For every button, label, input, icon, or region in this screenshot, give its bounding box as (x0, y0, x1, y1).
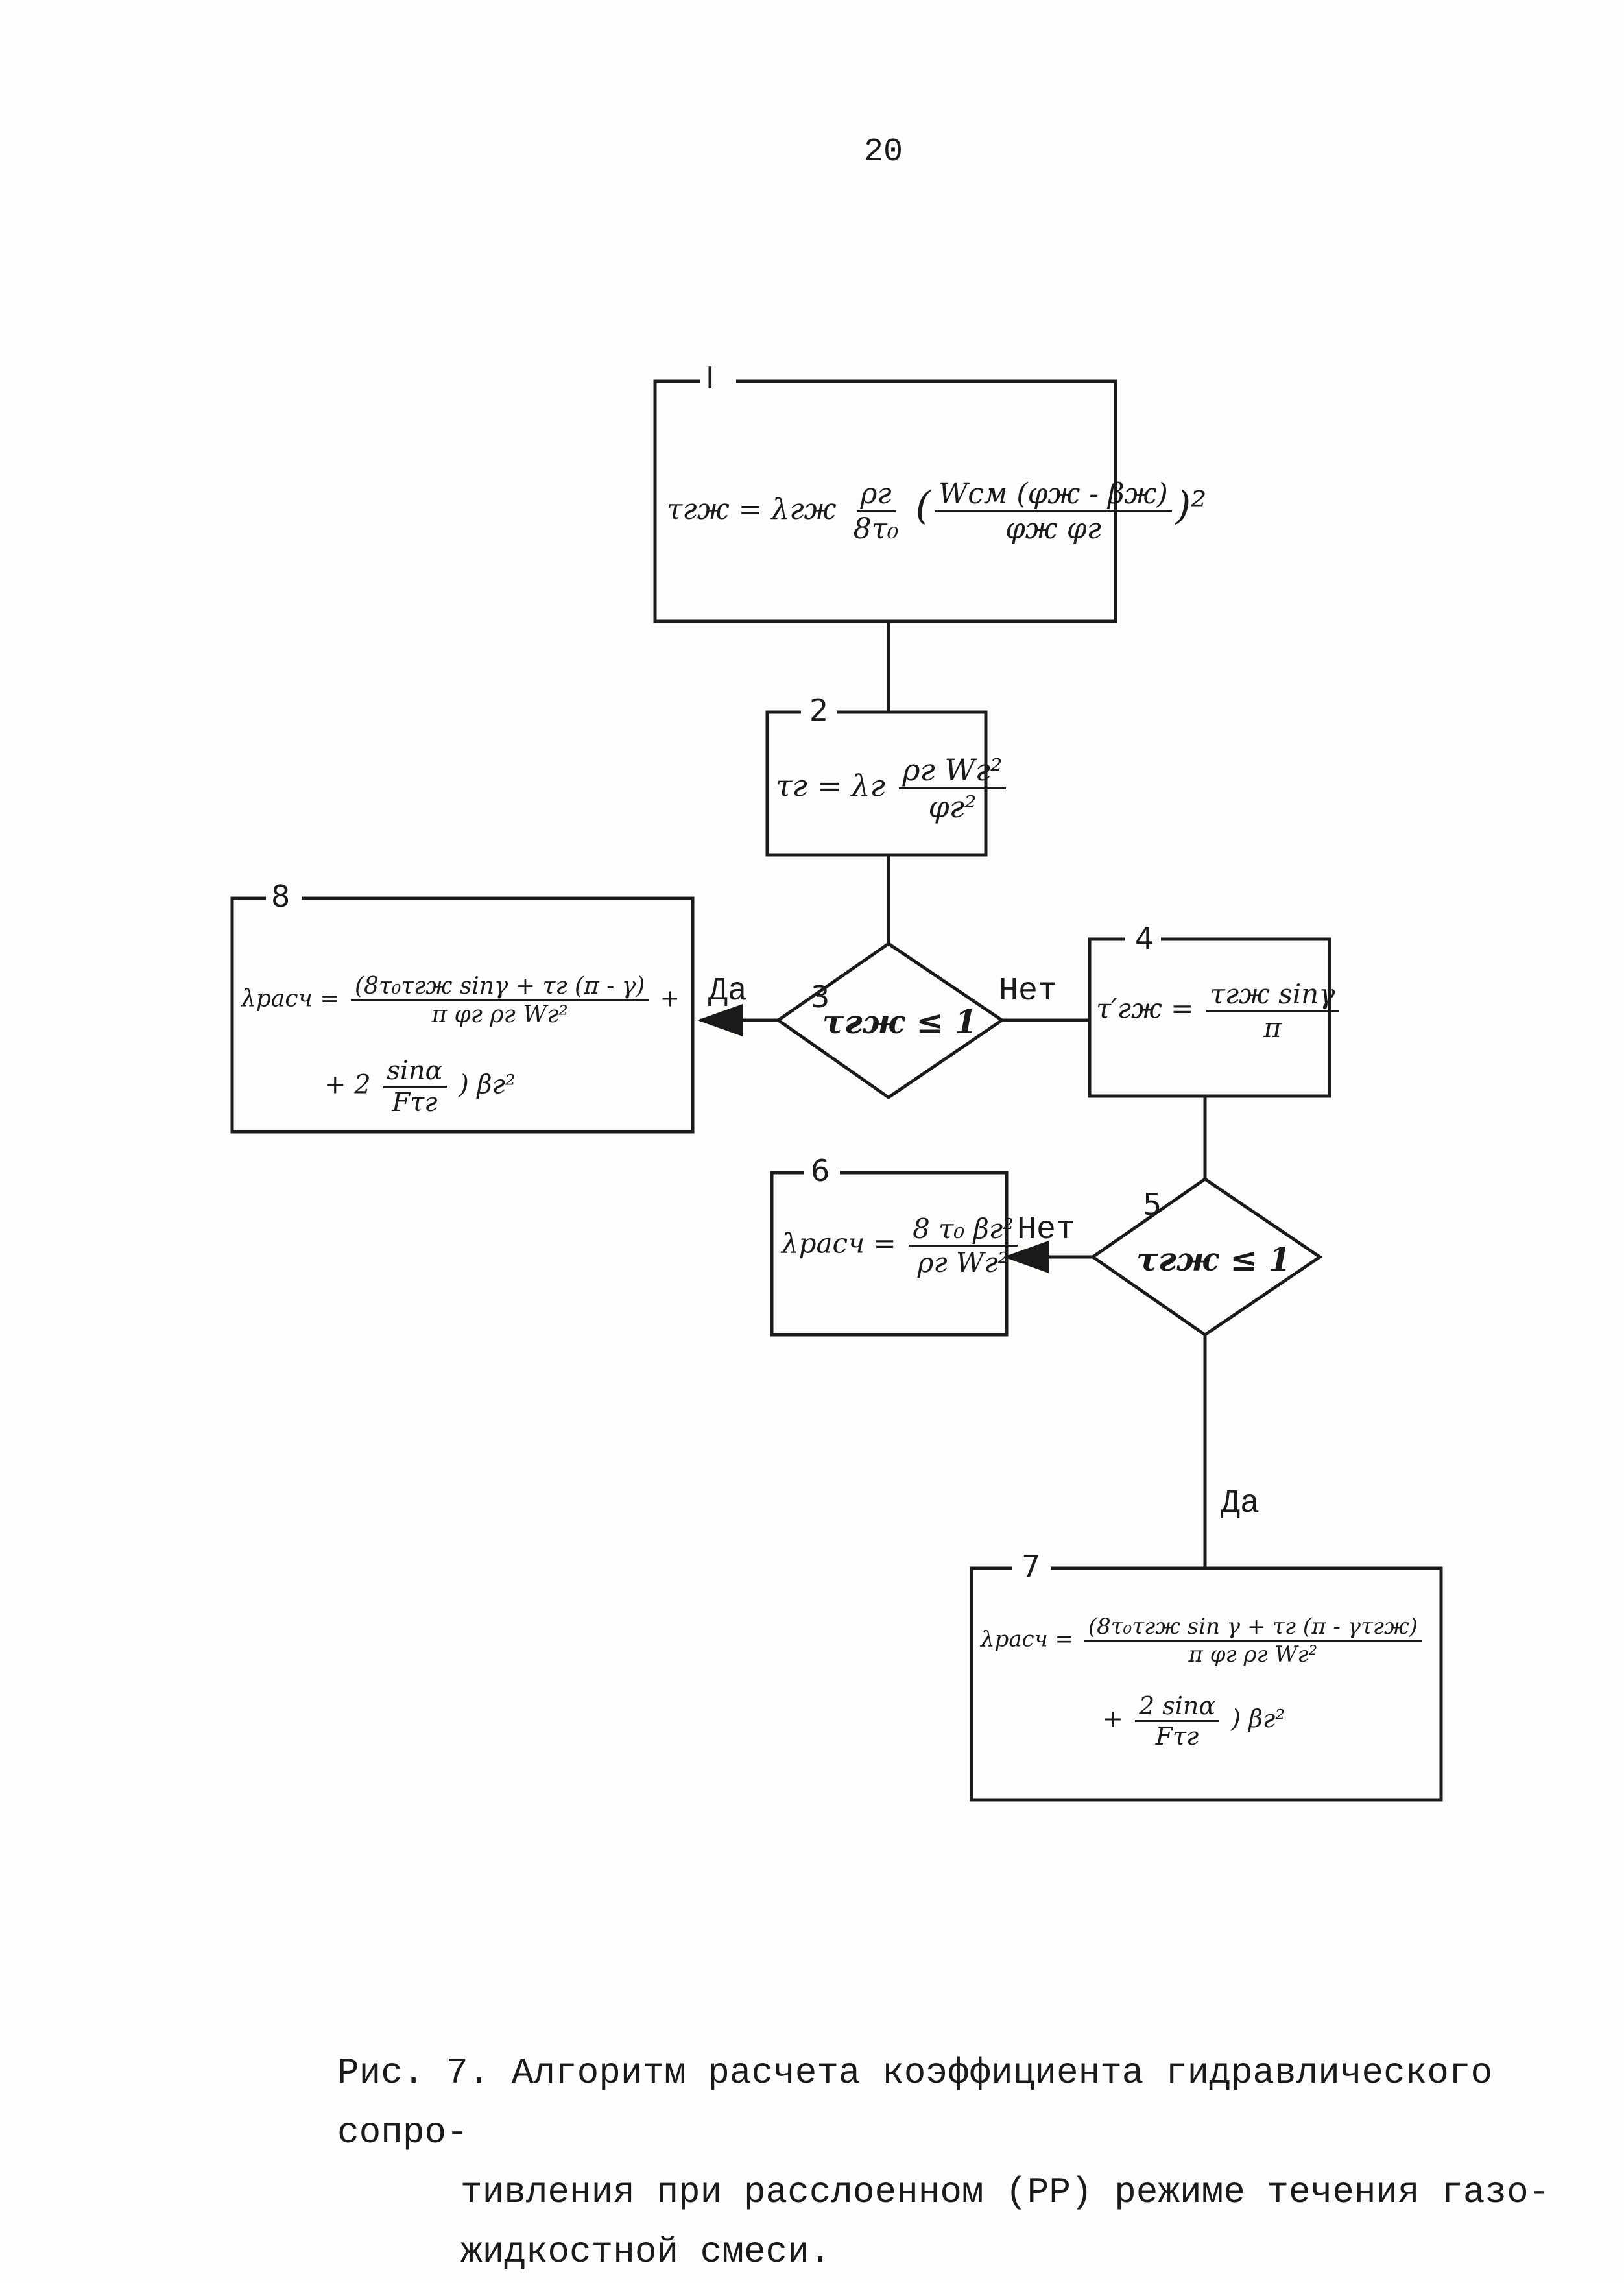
block-7-lhs: λрасч = (981, 1626, 1074, 1653)
figure-caption: Рис. 7. Алгоритм расчета коэффициента ги… (337, 2043, 1557, 2282)
block-8-line2-den: Fτг (392, 1088, 438, 1118)
decision-5-condition: τгж ≤ 1 (1136, 1240, 1291, 1278)
decision-3-number: 3 (811, 979, 830, 1014)
block-1-frac2: Wсм (φж - βж)φж φг (934, 477, 1172, 545)
block-4-den: π (1263, 1012, 1282, 1044)
decision-3-condition: τгж ≤ 1 (822, 1003, 977, 1041)
block-7-num: (8τ₀τгж sin γ + τг (π - γτгж) (1084, 1614, 1422, 1642)
block-7-frame (970, 1566, 1443, 1802)
block-2-number: 2 (809, 693, 829, 728)
block-2-num: ρг Wг² (898, 752, 1007, 789)
block-1-number: I (706, 361, 715, 396)
block-1-lhs: τгж = λгж (667, 493, 837, 526)
caption-line-2: тивления при расслоенном (РР) режиме теч… (460, 2171, 1551, 2213)
block-4-lhs: τ′гж = (1096, 992, 1194, 1025)
caption-line-1: Рис. 7. Алгоритм расчета коэффициента ги… (337, 2052, 1493, 2153)
block-7-den: π φг ρг Wг² (1188, 1642, 1318, 1667)
block-1-tail: )² (1175, 483, 1207, 529)
block-7-line2-tail: ) βг² (1231, 1704, 1285, 1733)
block-1-frac1-num: ρг (856, 477, 896, 512)
decision-5-no-label: Нет (1017, 1212, 1076, 1249)
block-7-number: 7 (1021, 1549, 1041, 1584)
block-8-line2-tail: ) βг² (459, 1070, 516, 1100)
decision-3-no-label: Нет (999, 973, 1058, 1010)
block-8-frame (230, 896, 695, 1134)
decision-5-number: 5 (1143, 1187, 1162, 1222)
caption-line-3: жидкостной смеси. (460, 2231, 831, 2273)
block-2-lhs: τг = λг (776, 768, 885, 804)
block-6-num: 8 τ₀ βг² (909, 1213, 1018, 1247)
block-1-frame (653, 379, 1117, 623)
block-8-frac: (8τ₀τгж sinγ + τг (π - γ)π φг ρг Wг² (350, 973, 649, 1028)
block-8-lhs: λрасч = (241, 985, 340, 1012)
block-8-plus: + (660, 985, 680, 1012)
block-2-frame (765, 710, 988, 857)
block-2-den: φг² (928, 789, 977, 824)
decision-5-yes-label: Да (1221, 1485, 1260, 1522)
block-8-line2-lead: + 2 (324, 1070, 371, 1100)
page-number: 20 (864, 134, 903, 171)
decision-3-shape (775, 941, 1005, 1100)
block-7-formula: λрасч = (8τ₀τгж sin γ + τг (π - γτгж)π φ… (981, 1614, 1426, 1667)
block-7-line2-num: 2 sinα (1134, 1691, 1219, 1722)
block-6-den: ρг Wг² (917, 1247, 1009, 1278)
block-8-num: (8τ₀τгж sinγ + τг (π - γ) (350, 973, 649, 1001)
block-4-frame (1088, 937, 1331, 1098)
block-8-line2-num: sinα (383, 1056, 447, 1088)
block-8-number: 8 (271, 879, 291, 914)
block-1-frac2-num: Wсм (φж - βж) (934, 477, 1172, 512)
block-8-den: π φг ρг Wг² (431, 1001, 568, 1028)
block-1-frac2-den: φж φг (1005, 512, 1101, 545)
block-7-line2-den: Fτг (1155, 1722, 1199, 1751)
block-7-frac: (8τ₀τгж sin γ + τг (π - γτгж)π φг ρг Wг² (1084, 1614, 1422, 1667)
block-8-formula: λрасч = (8τ₀τгж sinγ + τг (π - γ)π φг ρг… (241, 973, 680, 1028)
block-1-frac1-den: 8τ₀ (853, 512, 899, 545)
block-6-lhs: λрасч = (782, 1227, 896, 1260)
block-4-num: τгж sinγ (1206, 978, 1339, 1012)
block-7-line2-lead: + (1103, 1704, 1123, 1733)
decision-3-yes-label: Да (708, 973, 748, 1010)
block-4-number: 4 (1135, 921, 1154, 956)
block-6-number: 6 (811, 1153, 830, 1188)
block-6-frame (770, 1171, 1009, 1337)
